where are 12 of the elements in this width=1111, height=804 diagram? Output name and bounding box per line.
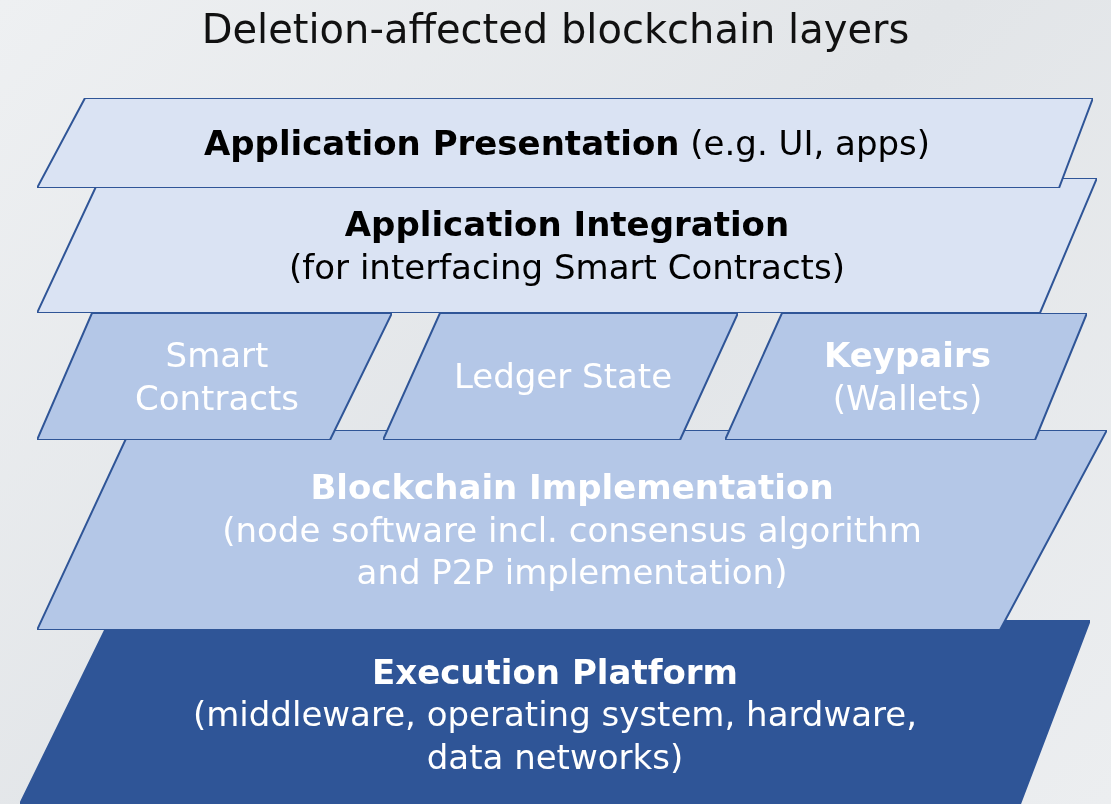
layer-description: (Wallets): [832, 376, 983, 419]
layer-description: (for interfacing Smart Contracts): [289, 245, 845, 288]
layer-description: (middleware, operating system, hardware, data networks): [191, 693, 919, 779]
layer-description: (node software incl. consensus algorithm and P2P implementation): [221, 508, 923, 594]
layer-title: Smart Contracts: [134, 334, 300, 419]
diagram-title: Deletion-affected blockchain layers: [201, 6, 910, 52]
layer-title: Execution Platform: [372, 650, 738, 694]
layer-title: Ledger State: [453, 355, 673, 398]
layer-title: Application Presentation (e.g. UI, apps): [203, 121, 931, 165]
layer-title: Keypairs: [824, 334, 991, 377]
layer-title: Application Integration: [344, 203, 790, 246]
layer-title: Blockchain Implementation: [310, 466, 834, 509]
